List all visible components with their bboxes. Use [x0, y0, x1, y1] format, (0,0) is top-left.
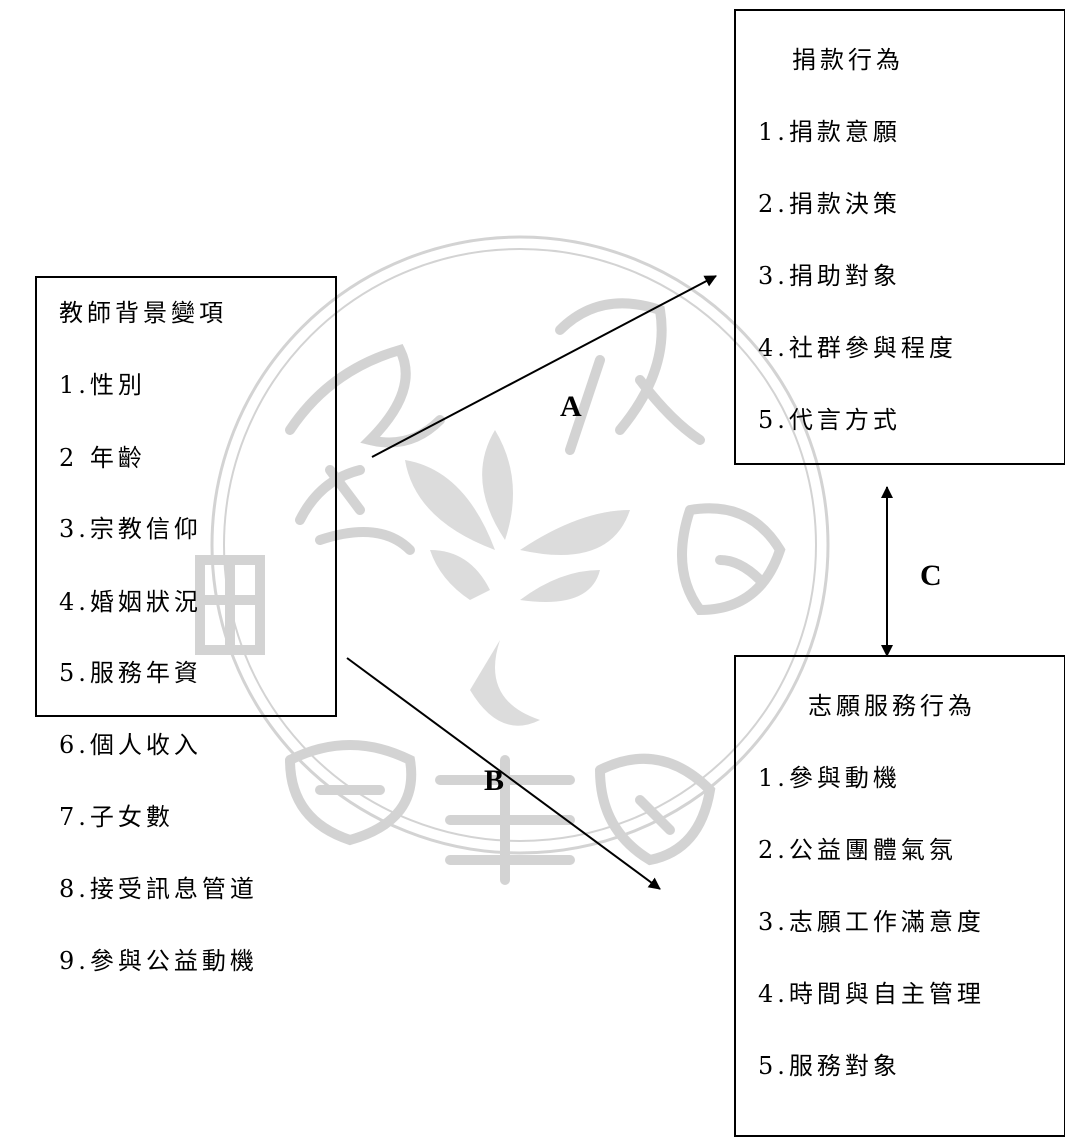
arrow-a-label: A [560, 390, 582, 423]
list-item: 5.代言方式 [758, 406, 901, 434]
list-item: 2.捐款決策 [758, 190, 901, 218]
list-item: 3.志願工作滿意度 [758, 908, 985, 936]
list-item: 2.公益團體氣氛 [758, 836, 957, 864]
arrow-c-label: C [920, 559, 942, 592]
teacher-background-box: 教師背景變項 1.性別 2 年齡 3.宗教信仰 4.婚姻狀況 5.服務年資 6.… [35, 276, 337, 975]
list-item: 8.接受訊息管道 [59, 875, 258, 903]
list-item: 6.個人收入 [59, 731, 202, 759]
arrow-b [346, 657, 661, 890]
list-item: 3.捐助對象 [758, 262, 901, 290]
list-item: 2 年齡 [59, 444, 146, 472]
list-item: 7.子女數 [59, 803, 174, 831]
volunteer-behavior-box: 志願服務行為 1.參與動機 2.公益團體氣氛 3.志願工作滿意度 4.時間與自主… [734, 655, 1065, 1137]
donation-behavior-box: 捐款行為 1.捐款意願 2.捐款決策 3.捐助對象 4.社群參與程度 5.代言方… [734, 9, 1065, 465]
list-item: 4.社群參與程度 [758, 334, 957, 362]
list-item: 4.時間與自主管理 [758, 980, 985, 1008]
list-item: 9.參與公益動機 [59, 947, 258, 975]
list-item: 1.性別 [59, 371, 146, 399]
teacher-background-title: 教師背景變項 [59, 299, 227, 327]
list-item: 1.參與動機 [758, 764, 901, 792]
list-item: 5.服務對象 [758, 1052, 901, 1080]
list-item: 3.宗教信仰 [59, 515, 202, 543]
list-item: 1.捐款意願 [758, 118, 901, 146]
list-item: 5.服務年資 [59, 659, 202, 687]
arrow-b-label: B [484, 764, 505, 797]
list-item: 4.婚姻狀況 [59, 588, 202, 616]
arrow-a [371, 275, 717, 458]
donation-behavior-title: 捐款行為 [792, 46, 904, 74]
volunteer-behavior-title: 志願服務行為 [808, 692, 976, 720]
